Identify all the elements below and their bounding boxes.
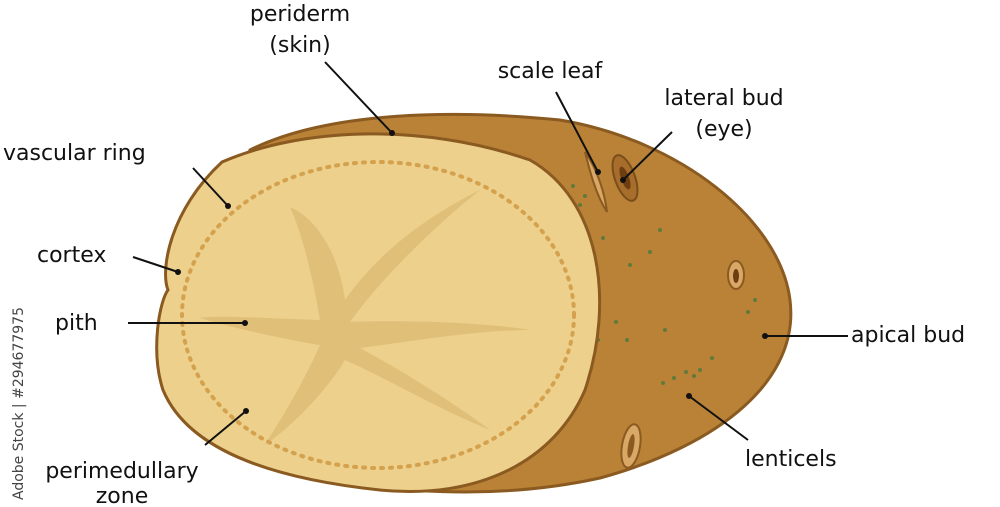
label-cortex: cortex (37, 243, 106, 268)
label-lenticels: lenticels (745, 447, 837, 472)
vascular-ring (180, 160, 576, 470)
leader-lenticels (688, 395, 749, 441)
cut-face (155, 132, 602, 493)
label-scale-leaf: scale leaf (498, 59, 604, 84)
label-periderm: periderm (250, 2, 350, 27)
watermark-text: Adobe Stock | #294677975 (11, 307, 27, 500)
scale-leaf-shape (584, 151, 608, 213)
label-lateral-bud: lateral bud (664, 86, 783, 111)
label-periderm-sub: (skin) (269, 33, 330, 58)
stock-watermark: Adobe Stock | #294677975 (11, 307, 27, 500)
eye-bottom-inner (627, 434, 635, 458)
leader-perimedullary (204, 410, 247, 446)
leader-lateral-bud (622, 131, 673, 181)
leader-vascular-ring (192, 167, 229, 207)
leader-periderm (324, 61, 393, 134)
label-perimedullary: perimedullary (45, 459, 198, 484)
label-lateral-bud-sub: (eye) (695, 117, 752, 142)
label-perimedullary-sub: zone (96, 484, 149, 507)
leader-scale-leaf (555, 91, 599, 173)
leader-lines (128, 61, 848, 446)
leader-dots (175, 130, 768, 414)
eye-right-inner (733, 269, 739, 283)
label-apical-bud: apical bud (851, 323, 965, 348)
label-pith: pith (55, 311, 98, 336)
leader-cortex (132, 256, 179, 273)
lenticel-dots (571, 184, 757, 385)
label-vascular-ring: vascular ring (3, 141, 146, 166)
